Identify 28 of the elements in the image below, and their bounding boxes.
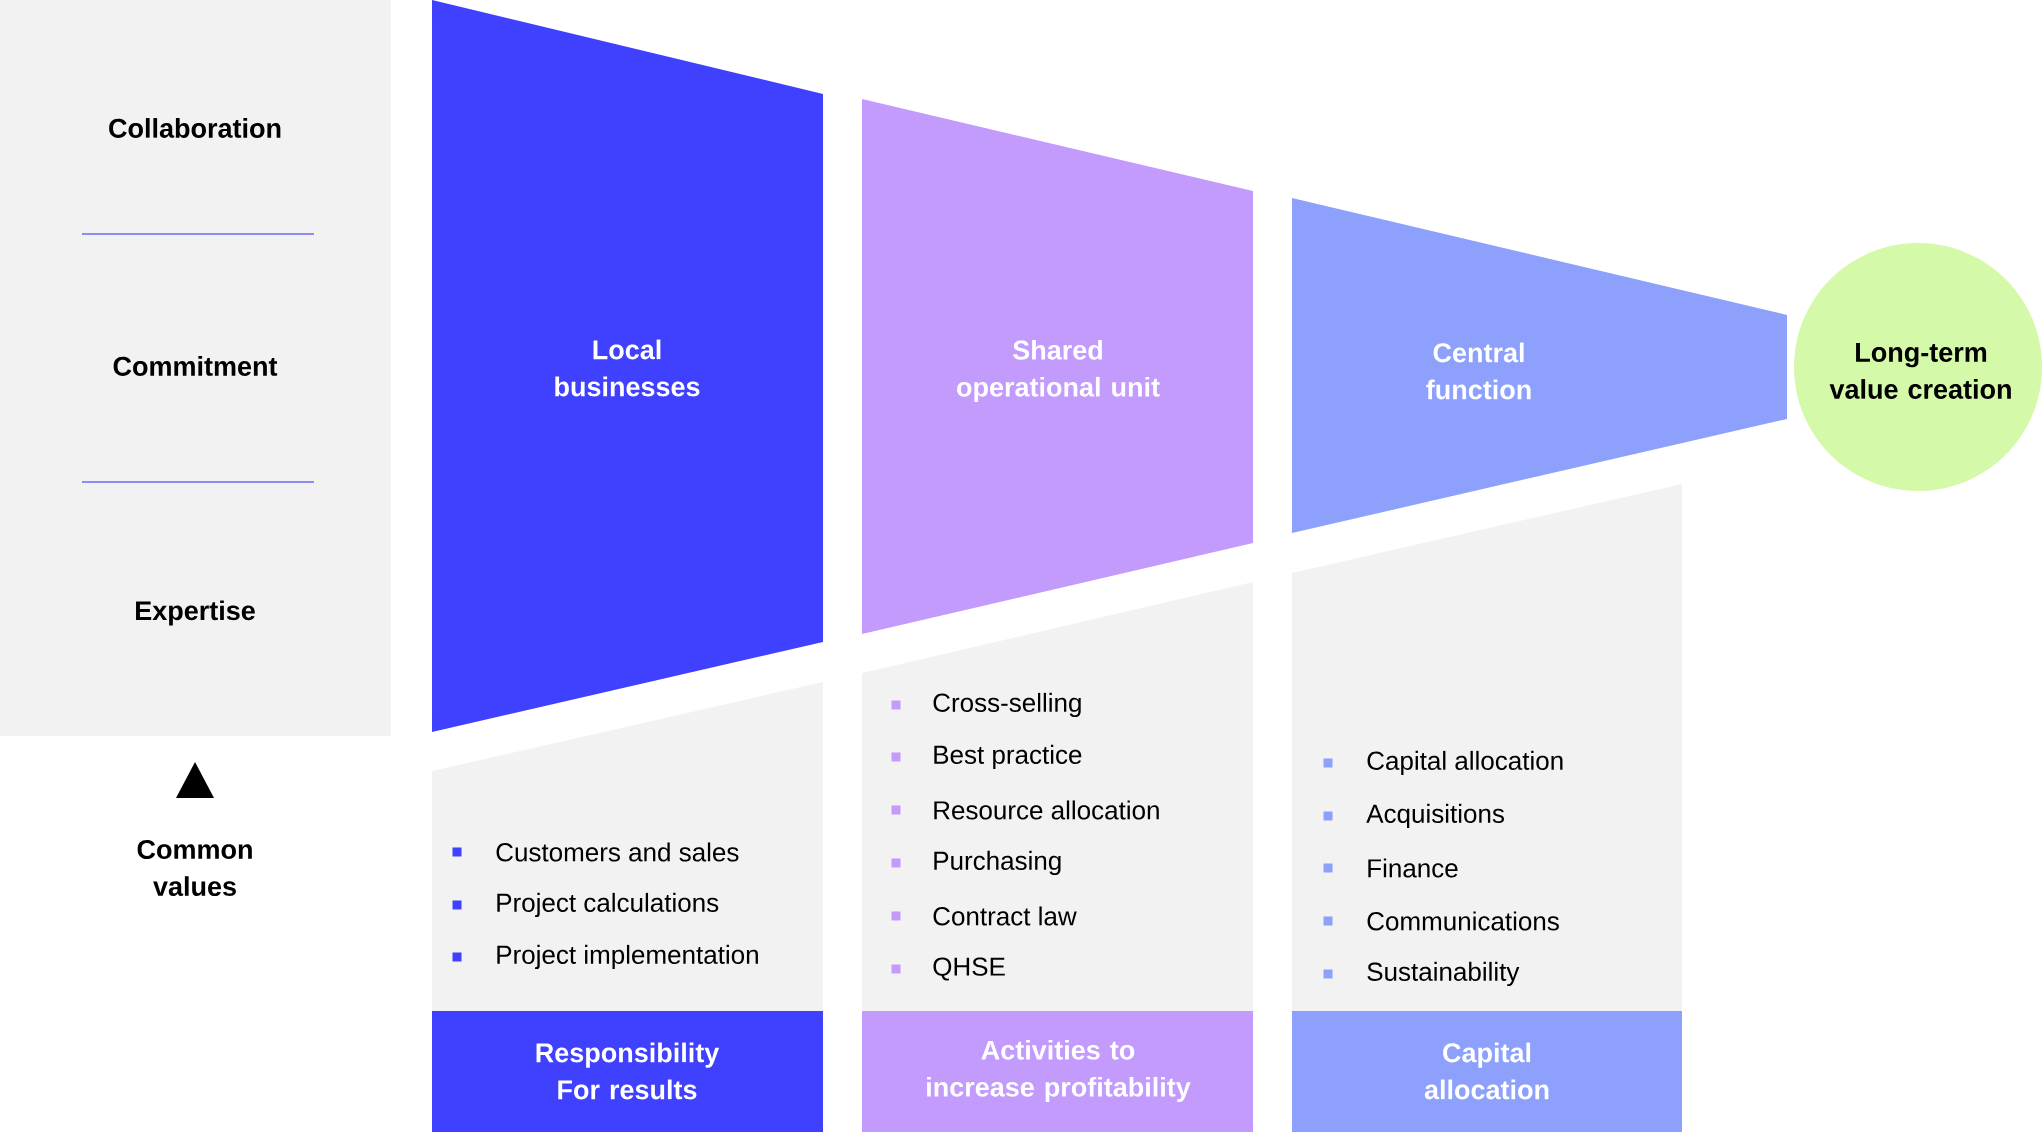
trapezoid-block: Central function: [1292, 198, 1787, 533]
caption-label: Common values: [137, 839, 252, 897]
bullet-item: Project implementation: [452, 944, 758, 970]
bullet-list-panel: [1292, 484, 1682, 1011]
bullet-item: Finance: [1323, 858, 1458, 878]
bullet-item: Acquisitions: [1323, 803, 1504, 829]
bullet-item: Purchasing: [891, 850, 1061, 876]
trapezoid-block: Shared operational unit: [862, 99, 1253, 634]
bullet-item: QHSE: [891, 957, 1005, 981]
bullet-item: Contract law: [891, 906, 1077, 926]
bullet-item: Sustainability: [1323, 961, 1520, 987]
footer-bar: Capital allocation: [1292, 1011, 1682, 1132]
bullet-item: Communications: [1323, 911, 1559, 931]
trapezoid-block: Local businesses: [432, 0, 823, 732]
label-panel: [0, 0, 391, 736]
bullet-list-panel: [432, 682, 823, 1011]
bullet-item: Cross-selling: [891, 692, 1081, 718]
panel-label: Commitment: [113, 356, 278, 376]
footer-bar: Activities to increase profitability: [862, 1011, 1253, 1132]
panel-label: Expertise: [136, 600, 255, 626]
bullet-item: Capital allocation: [1323, 750, 1563, 776]
bullet-item: Best practice: [891, 744, 1082, 770]
bullet-item: Resource allocation: [891, 800, 1159, 820]
bullet-item: Project calculations: [452, 892, 719, 918]
panel-label: Collaboration: [109, 118, 281, 138]
bullet-item: Customers and sales: [452, 842, 739, 862]
bullet-list-panel: [862, 582, 1253, 1011]
footer-bar: Responsibility For results: [432, 1011, 823, 1132]
